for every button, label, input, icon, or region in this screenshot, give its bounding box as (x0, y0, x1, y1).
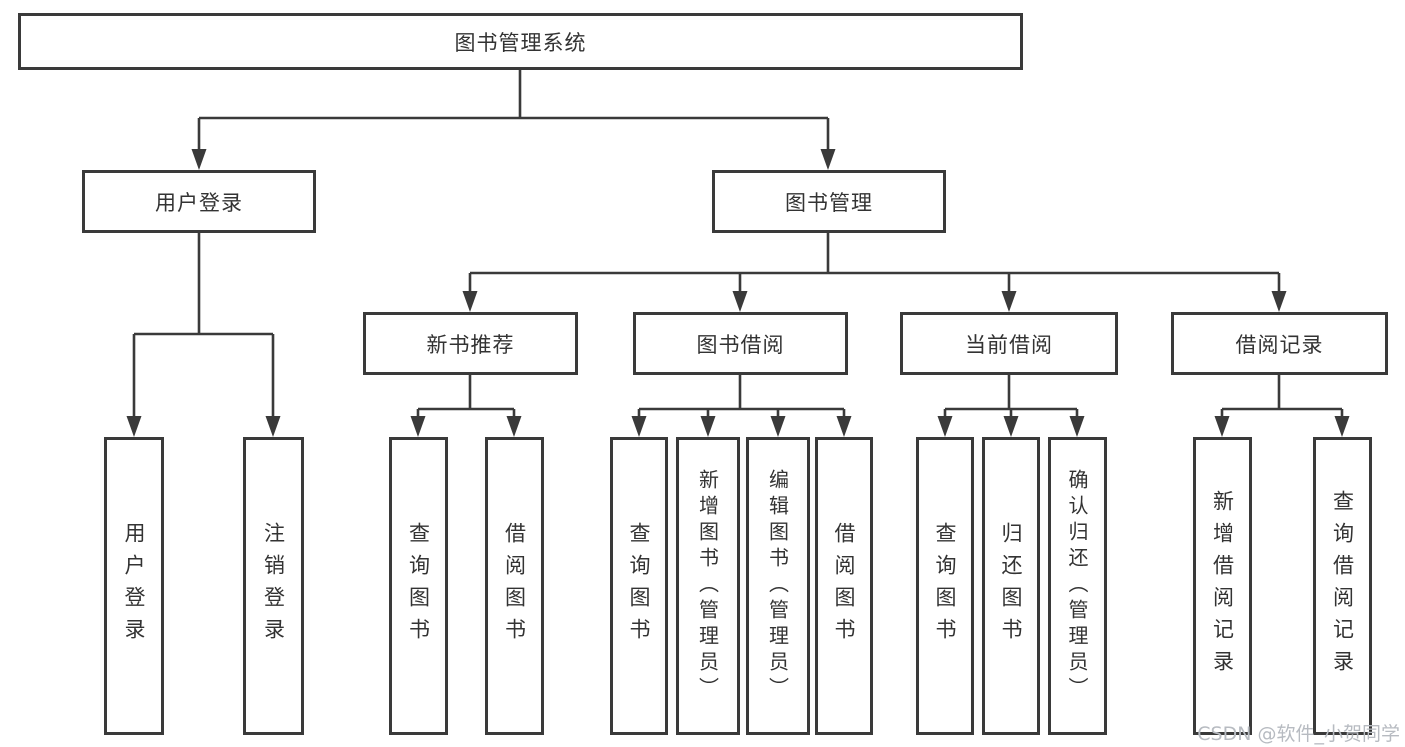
leaf-query-books-current: 查询图书 (916, 437, 974, 735)
leaf-query-books-borrowing: 查询图书 (610, 437, 668, 735)
node-label: 编辑图书（管理员） (765, 469, 790, 703)
node-book-management: 图书管理 (712, 170, 946, 233)
leaf-user-login: 用户登录 (104, 437, 164, 735)
leaf-borrow-books-recommend: 借阅图书 (485, 437, 544, 735)
node-label: 新增图书（管理员） (695, 469, 720, 703)
node-label: 用户登录 (122, 522, 146, 650)
node-new-book-recommend: 新书推荐 (363, 312, 578, 375)
node-label: 新增借阅记录 (1210, 490, 1235, 682)
node-label: 借阅记录 (1235, 332, 1324, 357)
leaf-logout: 注销登录 (243, 437, 304, 735)
node-label: 归还图书 (999, 522, 1023, 650)
leaf-add-book-admin: 新增图书（管理员） (676, 437, 740, 735)
node-label: 查询图书 (933, 522, 957, 650)
node-label: 图书管理系统 (454, 30, 587, 55)
node-label: 图书管理 (785, 190, 873, 215)
leaf-query-books-recommend: 查询图书 (389, 437, 448, 735)
node-label: 查询借阅记录 (1330, 490, 1355, 682)
node-label: 查询图书 (627, 522, 651, 650)
node-borrowing-records: 借阅记录 (1171, 312, 1388, 375)
node-label: 借阅图书 (502, 522, 527, 650)
leaf-add-borrow-record: 新增借阅记录 (1193, 437, 1252, 735)
node-label: 图书借阅 (696, 332, 785, 357)
node-book-borrowing: 图书借阅 (633, 312, 848, 375)
node-label: 新书推荐 (426, 332, 515, 357)
node-label: 用户登录 (155, 190, 243, 215)
leaf-return-books: 归还图书 (982, 437, 1040, 735)
watermark: CSDN @软件_小贺同学 (1197, 723, 1400, 745)
node-label: 确认归还（管理员） (1065, 469, 1089, 703)
node-label: 查询图书 (406, 522, 431, 650)
node-user-login: 用户登录 (82, 170, 316, 233)
leaf-query-borrow-record: 查询借阅记录 (1313, 437, 1372, 735)
leaf-confirm-return-admin: 确认归还（管理员） (1048, 437, 1107, 735)
leaf-edit-book-admin: 编辑图书（管理员） (746, 437, 810, 735)
node-label: 注销登录 (261, 522, 286, 650)
node-label: 当前借阅 (965, 332, 1053, 357)
leaf-borrow-books: 借阅图书 (815, 437, 873, 735)
node-label: 借阅图书 (832, 522, 856, 650)
node-current-borrowing: 当前借阅 (900, 312, 1118, 375)
node-library-management-system: 图书管理系统 (18, 13, 1023, 70)
